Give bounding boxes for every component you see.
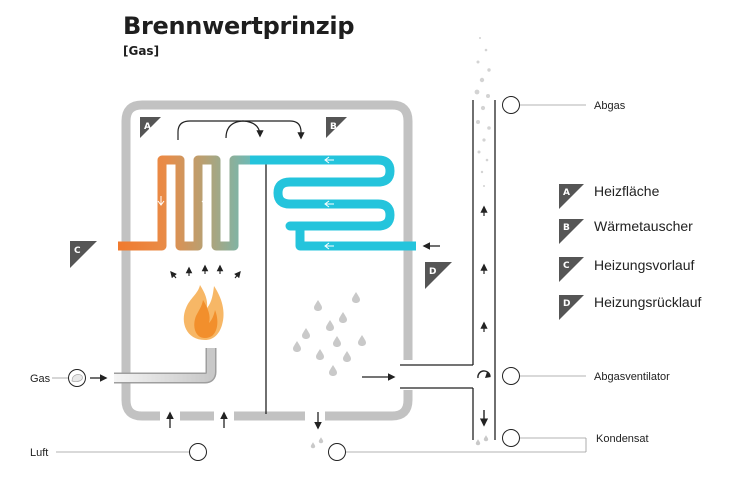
- svg-text:Heizungsrücklauf: Heizungsrücklauf: [594, 294, 701, 310]
- condensate-drops-flue: [475, 435, 489, 446]
- condensation-droplets: [293, 292, 366, 376]
- tag-c-marker: C: [70, 241, 97, 268]
- svg-text:Luft: Luft: [30, 447, 48, 459]
- condensate-drops-outlet: [310, 437, 324, 449]
- tag-a-marker: A: [140, 117, 161, 138]
- page-subtitle: [Gas]: [123, 44, 160, 58]
- svg-text:Abgasventilator: Abgasventilator: [594, 371, 670, 383]
- svg-text:D: D: [429, 267, 436, 277]
- callout-gas: Gas: [30, 369, 86, 387]
- boiler-casing: [121, 100, 413, 422]
- flame-icon: [183, 285, 224, 340]
- svg-text:Heizfläche: Heizfläche: [594, 183, 660, 199]
- callout-kondensat: Kondensat: [328, 429, 649, 461]
- heat-exchanger-pipe: [250, 155, 416, 251]
- legend: A Heizfläche B Wärmetauscher C Heizungsv…: [559, 183, 701, 320]
- svg-text:A: A: [563, 188, 570, 198]
- exhaust-particles: [474, 37, 491, 187]
- flue-duct: [400, 100, 496, 440]
- heat-rising-arrows: [170, 264, 241, 279]
- svg-text:Heizungsvorlauf: Heizungsvorlauf: [594, 257, 694, 273]
- callout-abgasventilator: Abgasventilator: [502, 367, 670, 385]
- heating-surface-pipe: [118, 155, 250, 251]
- tag-b-marker: B: [326, 117, 347, 138]
- svg-text:Kondensat: Kondensat: [596, 433, 649, 445]
- combustion-gas-flow-arrows: [177, 120, 305, 140]
- legend-item-d: D Heizungsrücklauf: [559, 294, 701, 320]
- svg-text:Gas: Gas: [30, 373, 51, 385]
- svg-text:C: C: [563, 261, 570, 271]
- gas-supply-pipe: [114, 348, 217, 384]
- callout-abgas: Abgas: [502, 96, 626, 114]
- svg-text:B: B: [330, 122, 337, 132]
- svg-text:Abgas: Abgas: [594, 100, 626, 112]
- svg-text:C: C: [74, 246, 81, 256]
- legend-item-c: C Heizungsvorlauf: [559, 257, 694, 282]
- callout-luft: Luft: [30, 443, 207, 461]
- svg-text:D: D: [563, 299, 570, 309]
- svg-text:B: B: [563, 223, 570, 233]
- tag-d-marker: D: [425, 262, 452, 289]
- pipe-flow-arrows: [157, 156, 334, 250]
- legend-item-a: A Heizfläche: [559, 183, 660, 209]
- legend-item-b: B Wärmetauscher: [559, 218, 693, 244]
- svg-text:A: A: [144, 122, 151, 132]
- fan-icon: [477, 370, 491, 379]
- svg-text:Wärmetauscher: Wärmetauscher: [594, 218, 693, 234]
- air-inlet-arrows: [166, 411, 228, 428]
- page-title: Brennwertprinzip: [123, 12, 355, 40]
